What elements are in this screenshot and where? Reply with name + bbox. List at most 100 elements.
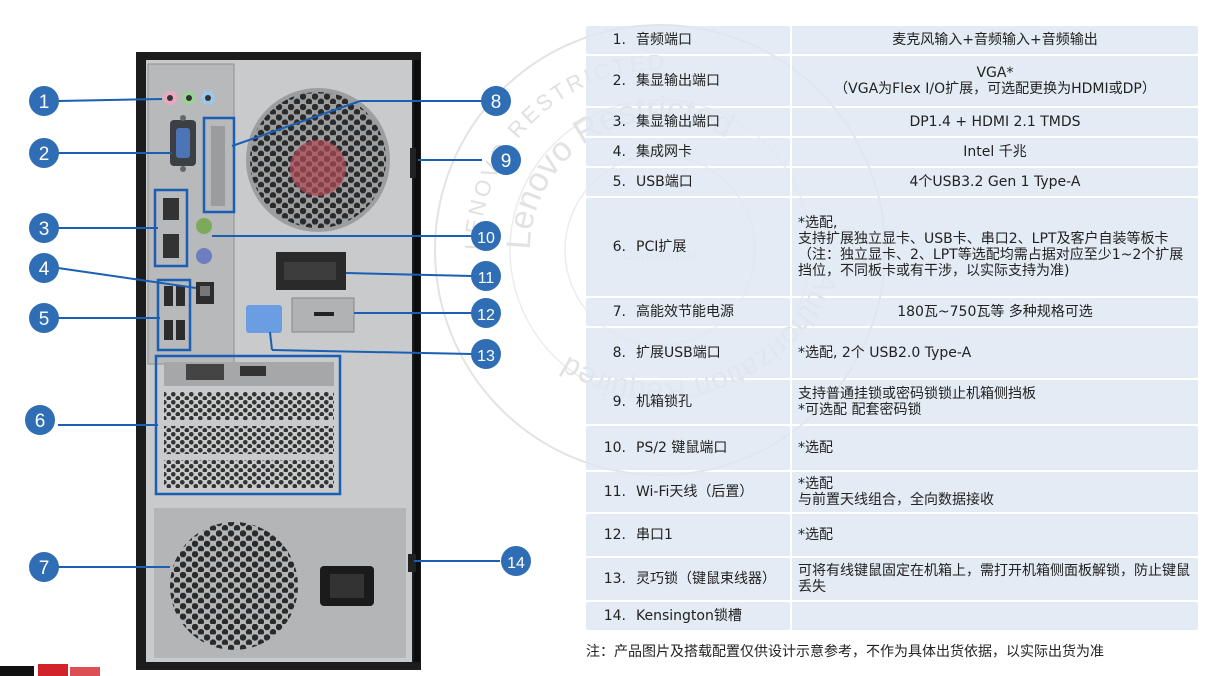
spec-number: 14. — [586, 602, 632, 630]
footnote: 注：产品图片及搭载配置仅供设计示意参考，不作为具体出货依据，以实际出货为准 — [586, 644, 1104, 660]
callout-2: 2 — [39, 144, 50, 165]
kensington-slot-icon — [408, 554, 416, 572]
callout-8: 8 — [491, 92, 502, 113]
spec-description-line: *可选配 配套密码锁 — [798, 402, 922, 418]
spec-row: 6.PCI扩展*选配,支持扩展独立显卡、USB卡、串口2、LPT及客户自装等板卡… — [586, 198, 1198, 296]
dp-port-icon — [163, 198, 179, 220]
spec-name: Kensington锁槽 — [632, 602, 792, 630]
spec-description: 4个USB3.2 Gen 1 Type-A — [792, 168, 1198, 196]
spec-name: 集成网卡 — [632, 138, 792, 166]
spec-row: 9.机箱锁孔支持普通挂锁或密码锁锁止机箱侧挡板*可选配 配套密码锁 — [586, 380, 1198, 424]
spec-description-line: 麦克风输入+音频输入+音频输出 — [892, 32, 1098, 48]
spec-number: 5. — [586, 168, 632, 196]
spec-description-line: VGA* — [976, 65, 1014, 81]
spec-number: 8. — [586, 328, 632, 378]
spec-description-line: （VGA为Flex I/O扩展，可选配更换为HDMI或DP） — [834, 81, 1156, 97]
spec-name: USB端口 — [632, 168, 792, 196]
spec-number: 10. — [586, 426, 632, 470]
callout-13: 13 — [477, 348, 495, 365]
spec-number: 2. — [586, 56, 632, 106]
spec-row: 3.集显输出端口 DP1.4 + HDMI 2.1 TMDS — [586, 108, 1198, 136]
spec-description-line: *选配, 2个 USB2.0 Type-A — [798, 345, 972, 361]
spec-description: 麦克风输入+音频输入+音频输出 — [792, 26, 1198, 54]
hdmi-port-icon — [163, 234, 179, 258]
spec-number: 9. — [586, 380, 632, 424]
padlock-hole-icon — [410, 148, 416, 178]
callout-4: 4 — [39, 259, 50, 280]
spec-description: *选配与前置天线组合，全向数据接收 — [792, 472, 1198, 512]
spec-number: 11. — [586, 472, 632, 512]
spec-row: 8.扩展USB端口 *选配, 2个 USB2.0 Type-A — [586, 328, 1198, 378]
spec-number: 1. — [586, 26, 632, 54]
callout-9: 9 — [501, 151, 512, 172]
callout-14: 14 — [507, 555, 525, 572]
spec-description: *选配 — [792, 514, 1198, 556]
spec-number: 4. — [586, 138, 632, 166]
spec-description-line: DP1.4 + HDMI 2.1 TMDS — [909, 114, 1081, 130]
spec-description-line: 支持普通挂锁或密码锁锁止机箱侧挡板 — [798, 386, 1036, 402]
spec-description-line: *选配 — [798, 527, 833, 543]
brand-logo — [0, 664, 100, 676]
ps2-mouse-port-icon — [196, 218, 212, 234]
spec-row: 10.PS/2 键鼠端口 *选配 — [586, 426, 1198, 470]
spec-description-line: 可将有线键鼠固定在机箱上，需打开机箱侧面板解锁，防止键鼠丢失 — [798, 563, 1190, 595]
spec-row: 14.Kensington锁槽 — [586, 602, 1198, 630]
spec-row: 13.灵巧锁（键鼠束线器）可将有线键鼠固定在机箱上，需打开机箱侧面板解锁，防止键… — [586, 558, 1198, 600]
spec-description: *选配, 2个 USB2.0 Type-A — [792, 328, 1198, 378]
spec-description: DP1.4 + HDMI 2.1 TMDS — [792, 108, 1198, 136]
spec-row: 5.USB端口 4个USB3.2 Gen 1 Type-A — [586, 168, 1198, 196]
spec-name: 机箱锁孔 — [632, 380, 792, 424]
callout-11: 11 — [478, 270, 495, 287]
spec-description-line: 4个USB3.2 Gen 1 Type-A — [909, 174, 1081, 190]
spec-name: 扩展USB端口 — [632, 328, 792, 378]
spec-description: 支持普通挂锁或密码锁锁止机箱侧挡板*可选配 配套密码锁 — [792, 380, 1198, 424]
spec-number: 12. — [586, 514, 632, 556]
spec-description: *选配,支持扩展独立显卡、USB卡、串口2、LPT及客户自装等板卡（注：独立显卡… — [792, 198, 1198, 296]
spec-description: 180瓦~750瓦等 多种规格可选 — [792, 298, 1198, 326]
callout-3: 3 — [39, 219, 50, 240]
spec-name: Wi-Fi天线（后置） — [632, 472, 792, 512]
spec-row: 12.串口1 *选配 — [586, 514, 1198, 556]
callout-6: 6 — [35, 411, 46, 432]
spec-row: 7.高能效节能电源 180瓦~750瓦等 多种规格可选 — [586, 298, 1198, 326]
spec-description: VGA*（VGA为Flex I/O扩展，可选配更换为HDMI或DP） — [792, 56, 1198, 106]
spec-description-line: 支持扩展独立显卡、USB卡、串口2、LPT及客户自装等板卡 — [798, 231, 1169, 247]
spec-name: 集显输出端口 — [632, 108, 792, 136]
spec-description: 可将有线键鼠固定在机箱上，需打开机箱侧面板解锁，防止键鼠丢失 — [792, 558, 1198, 600]
spec-row: 11.Wi-Fi天线（后置）*选配与前置天线组合，全向数据接收 — [586, 472, 1198, 512]
callout-7: 7 — [39, 558, 50, 579]
callout-12: 12 — [477, 307, 495, 324]
spec-row: 4.集成网卡 Intel 千兆 — [586, 138, 1198, 166]
spec-name: PCI扩展 — [632, 198, 792, 296]
pc-rear-illustration: 1 2 3 4 5 6 7 8 9 10 11 12 13 14 — [25, 52, 531, 670]
ps2-keyboard-port-icon — [196, 248, 212, 264]
spec-number: 7. — [586, 298, 632, 326]
spec-name: PS/2 键鼠端口 — [632, 426, 792, 470]
spec-description-line: Intel 千兆 — [963, 144, 1027, 160]
spec-description — [792, 602, 1198, 630]
spec-description-line: *选配 — [798, 476, 833, 492]
spec-name: 串口1 — [632, 514, 792, 556]
spec-number: 3. — [586, 108, 632, 136]
spec-description: Intel 千兆 — [792, 138, 1198, 166]
spec-description-line: *选配 — [798, 440, 833, 456]
spec-name: 音频端口 — [632, 26, 792, 54]
spec-name: 灵巧锁（键鼠束线器） — [632, 558, 792, 600]
spec-row: 1.音频端口 麦克风输入+音频输入+音频输出 — [586, 26, 1198, 54]
spec-description-line: *选配, — [798, 215, 838, 231]
smart-lock-icon — [246, 305, 282, 333]
spec-number: 6. — [586, 198, 632, 296]
spec-description-line: 180瓦~750瓦等 多种规格可选 — [897, 304, 1093, 320]
spec-description-line: （注：独立显卡、2、LPT等选配均需占据对应至少1~2个扩展挡位，不同板卡或有干… — [798, 247, 1184, 279]
spec-number: 13. — [586, 558, 632, 600]
callout-5: 5 — [39, 309, 50, 330]
callout-10: 10 — [477, 230, 495, 247]
callout-1: 1 — [39, 92, 50, 113]
spec-name: 高能效节能电源 — [632, 298, 792, 326]
spec-description: *选配 — [792, 426, 1198, 470]
spec-name: 集显输出端口 — [632, 56, 792, 106]
usb-port-icon — [164, 286, 173, 306]
spec-description-line: 与前置天线组合，全向数据接收 — [798, 492, 994, 508]
